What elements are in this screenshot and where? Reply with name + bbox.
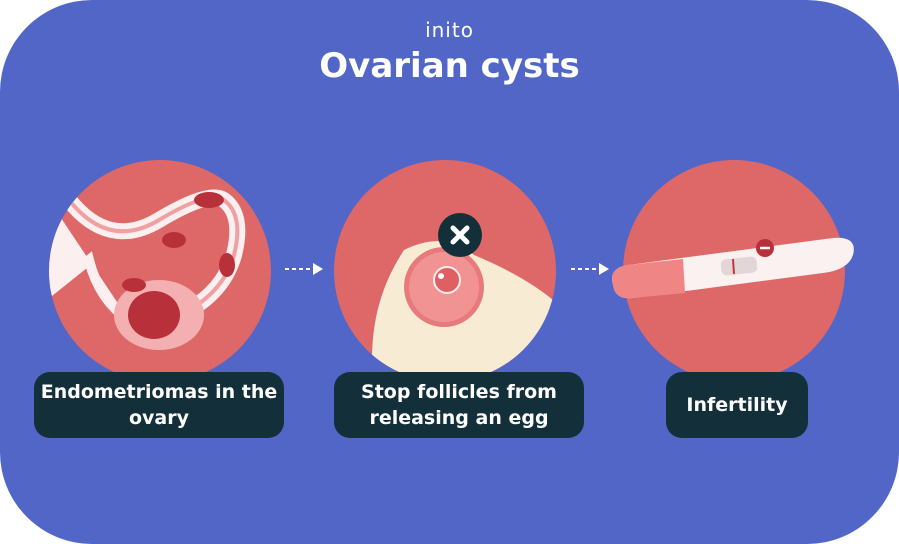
page-title: Ovarian cysts bbox=[319, 46, 580, 86]
ovary-endometrioma-icon bbox=[49, 160, 271, 382]
step-label-endometriomas: Endometriomas in the ovary bbox=[34, 372, 284, 438]
step-label-follicles: Stop follicles from releasing an egg bbox=[334, 372, 584, 438]
brand-logo: inito bbox=[425, 18, 474, 42]
dashed-arrow-icon bbox=[285, 263, 323, 275]
step-label-text: Infertility bbox=[686, 394, 788, 416]
blocked-follicle-icon bbox=[334, 160, 556, 382]
step-label-text: Endometriomas in the ovary bbox=[40, 381, 278, 429]
dashed-arrow-icon bbox=[571, 263, 609, 275]
step-label-text: Stop follicles from releasing an egg bbox=[361, 381, 557, 429]
step-label-infertility: Infertility bbox=[666, 372, 808, 438]
negative-pregnancy-test-icon bbox=[612, 160, 854, 382]
